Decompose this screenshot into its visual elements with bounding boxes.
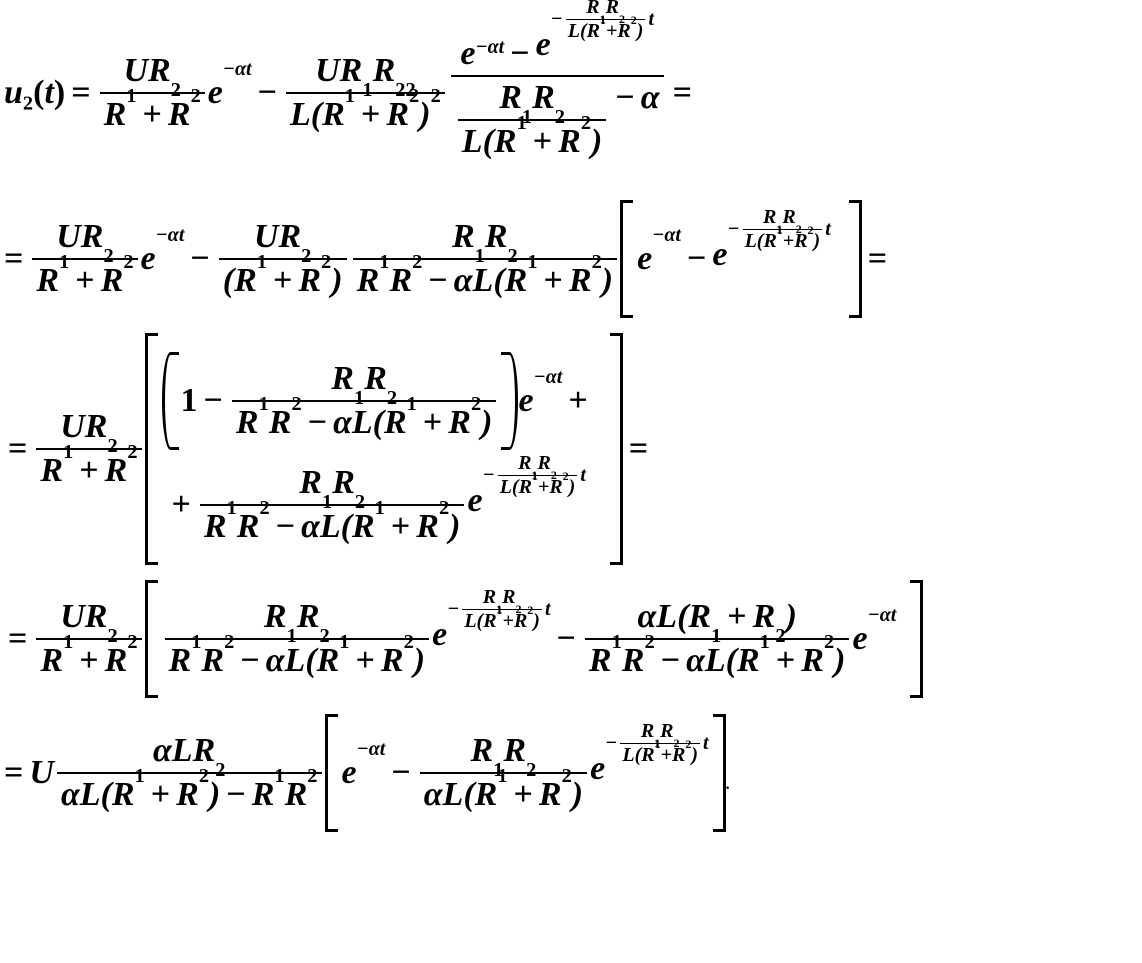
variable-u: U (29, 754, 54, 791)
minus-sign: − (391, 754, 411, 791)
equals-sign: = (8, 620, 28, 657)
equals-sign: = (4, 240, 24, 277)
left-bracket (620, 200, 634, 318)
right-bracket (609, 333, 623, 565)
equals-sign: = (867, 240, 888, 277)
equals-sign: = (628, 430, 649, 467)
equals-sign: = (8, 430, 28, 467)
minus-sign: − (190, 240, 210, 277)
minus-sign: − (686, 240, 707, 277)
left-bracket (144, 333, 158, 565)
right-paren (501, 352, 519, 450)
exp-alpha-t: e−αt (637, 224, 681, 277)
left-paren (161, 352, 179, 450)
exp-alpha-t: e−αt (207, 58, 252, 111)
variable-t: t (44, 74, 54, 111)
paren: ( (33, 74, 45, 111)
exp-alpha-t: e−αt (852, 604, 897, 657)
left-bracket (324, 714, 338, 832)
equals-sign: = (4, 754, 24, 791)
exp-alpha-t: e−αt (341, 738, 386, 791)
left-bracket (144, 580, 158, 698)
paren: ) (53, 74, 66, 111)
equals-sign: = (71, 74, 91, 111)
exp-alpha-t: e−αt (140, 224, 185, 277)
right-bracket (712, 714, 726, 832)
period: . (725, 776, 730, 793)
minus-sign: − (257, 74, 277, 111)
right-bracket (910, 580, 924, 698)
constant-one: 1 (180, 382, 198, 419)
function-u2: u2 (4, 74, 34, 115)
exp-alpha-t: e−αt (518, 366, 563, 419)
minus-sign: − (556, 620, 576, 657)
equals-sign: = (672, 74, 692, 111)
right-bracket (848, 200, 862, 318)
